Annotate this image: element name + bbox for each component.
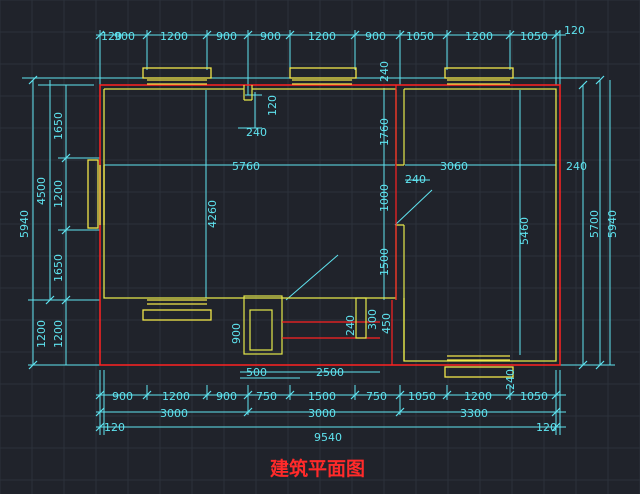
dim-right-total: 5940 [606, 210, 619, 238]
dim-left-1200-mid: 1200 [52, 180, 65, 208]
dimension-ticks [28, 30, 605, 432]
windows [87, 67, 514, 378]
dim-bottom-row1-7: 1050 [408, 390, 436, 403]
dim-stair-2500: 2500 [316, 366, 344, 379]
dim-stair-300: 300 [366, 309, 379, 330]
dim-left-4500: 4500 [35, 177, 48, 205]
dim-corridor-1000: 1000 [378, 184, 391, 212]
dim-left-1650-low: 1650 [52, 254, 65, 282]
dim-stair-450: 450 [380, 313, 393, 334]
dim-top-4: 900 [260, 30, 281, 43]
dim-top-6: 900 [365, 30, 386, 43]
dim-top-5: 1200 [308, 30, 336, 43]
dim-top-right-120: 120 [564, 24, 585, 37]
dim-bottom-row1-1: 900 [112, 390, 133, 403]
dim-bottom-row3-right: 120 [536, 421, 557, 434]
dim-top-1: 900 [114, 30, 135, 43]
vertical-dimension-labels: 5940 4500 1200 1650 1200 1650 1200 5940 … [18, 61, 619, 390]
walls [99, 84, 561, 366]
dim-bottom-row1-4: 750 [256, 390, 277, 403]
dim-bottom-row3-left: 120 [104, 421, 125, 434]
dim-corridor-1500: 1500 [378, 248, 391, 276]
dim-corridor-240-top: 240 [378, 61, 391, 82]
dim-bottom-row1-6: 750 [366, 390, 387, 403]
dim-bottom-row1-9: 1050 [520, 390, 548, 403]
dim-top-7: 1050 [406, 30, 434, 43]
dim-top-9: 1050 [520, 30, 548, 43]
dim-corridor-240-b: 240 [405, 173, 426, 186]
dim-room-width-left: 5760 [232, 160, 260, 173]
dim-top-3: 900 [216, 30, 237, 43]
dim-room-width-right: 3060 [440, 160, 468, 173]
dim-stair-240: 240 [344, 315, 357, 336]
dim-room-height-left: 4260 [206, 200, 219, 228]
dim-corridor-240-c: 240 [566, 160, 587, 173]
dim-corridor-1760: 1760 [378, 118, 391, 146]
dim-left-1650-top: 1650 [52, 112, 65, 140]
drawing-title: 建筑平面图 [270, 457, 365, 480]
dim-bottom-row2-3: 3300 [460, 407, 488, 420]
dim-bottom-row2-2: 3000 [308, 407, 336, 420]
dim-top-left-120: 120 [101, 30, 122, 43]
dim-bottom-row1-5: 1500 [308, 390, 336, 403]
dim-stub-120: 120 [266, 95, 279, 116]
dim-bottom-row1-8: 1200 [464, 390, 492, 403]
dim-bottom-row2-1: 3000 [160, 407, 188, 420]
dim-stub-240: 240 [246, 126, 267, 139]
dim-left-total: 5940 [18, 210, 31, 238]
dim-top-8: 1200 [465, 30, 493, 43]
entry-stair [243, 295, 380, 355]
dim-corridor-240-a: 240 [504, 369, 517, 390]
dimension-labels: 120 900 1200 900 900 1200 900 1050 1200 … [101, 24, 587, 444]
dim-bottom-row3-total: 9540 [314, 431, 342, 444]
dim-stair-500: 500 [246, 366, 267, 379]
dim-bottom-row1-3: 900 [216, 390, 237, 403]
dim-left-1200-low: 1200 [52, 320, 65, 348]
dim-top-2: 1200 [160, 30, 188, 43]
dim-bottom-row1-2: 1200 [162, 390, 190, 403]
dim-stair-900: 900 [230, 323, 243, 344]
dim-room-height-right: 5460 [518, 217, 531, 245]
dim-left-1200-bottom: 1200 [35, 320, 48, 348]
dim-right-5700: 5700 [588, 210, 601, 238]
